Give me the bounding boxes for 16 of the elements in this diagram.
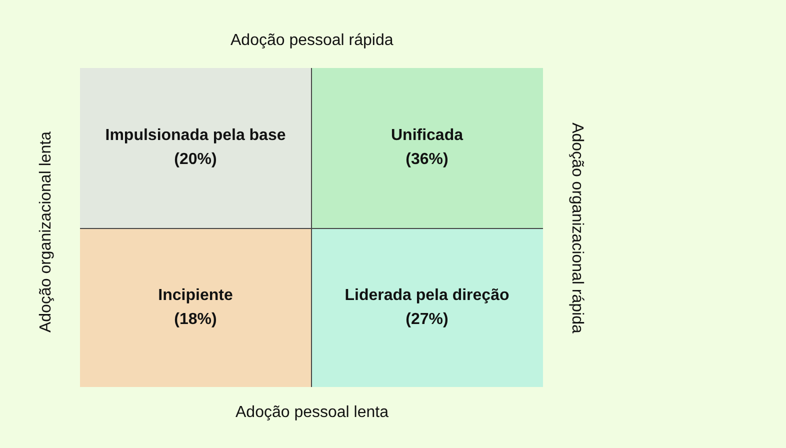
axis-label: Adoção organizacional lenta: [37, 131, 56, 333]
quadrant-box: [80, 228, 311, 387]
quadrant-box: [80, 68, 311, 228]
quadrant-box: [311, 68, 543, 228]
quadrant-box: [311, 228, 543, 387]
quadrant-label: Unificada: [390, 126, 463, 146]
quadrant-label: (18%): [174, 310, 217, 330]
quadrant-label: Liderada pela direção: [344, 286, 510, 306]
quadrant-label: Impulsionada pela base: [105, 126, 286, 146]
axis-label: Adoção pessoal rápida: [230, 32, 394, 50]
quadrant-label: (20%): [174, 150, 217, 170]
axis-label: Adoção organizacional rápida: [566, 122, 585, 334]
quadrant-label: Incipiente: [158, 286, 233, 306]
quadrant-label: (27%): [406, 310, 448, 330]
quadrant-label: (36%): [406, 150, 448, 170]
axis-label: Adoção pessoal lenta: [236, 404, 388, 422]
